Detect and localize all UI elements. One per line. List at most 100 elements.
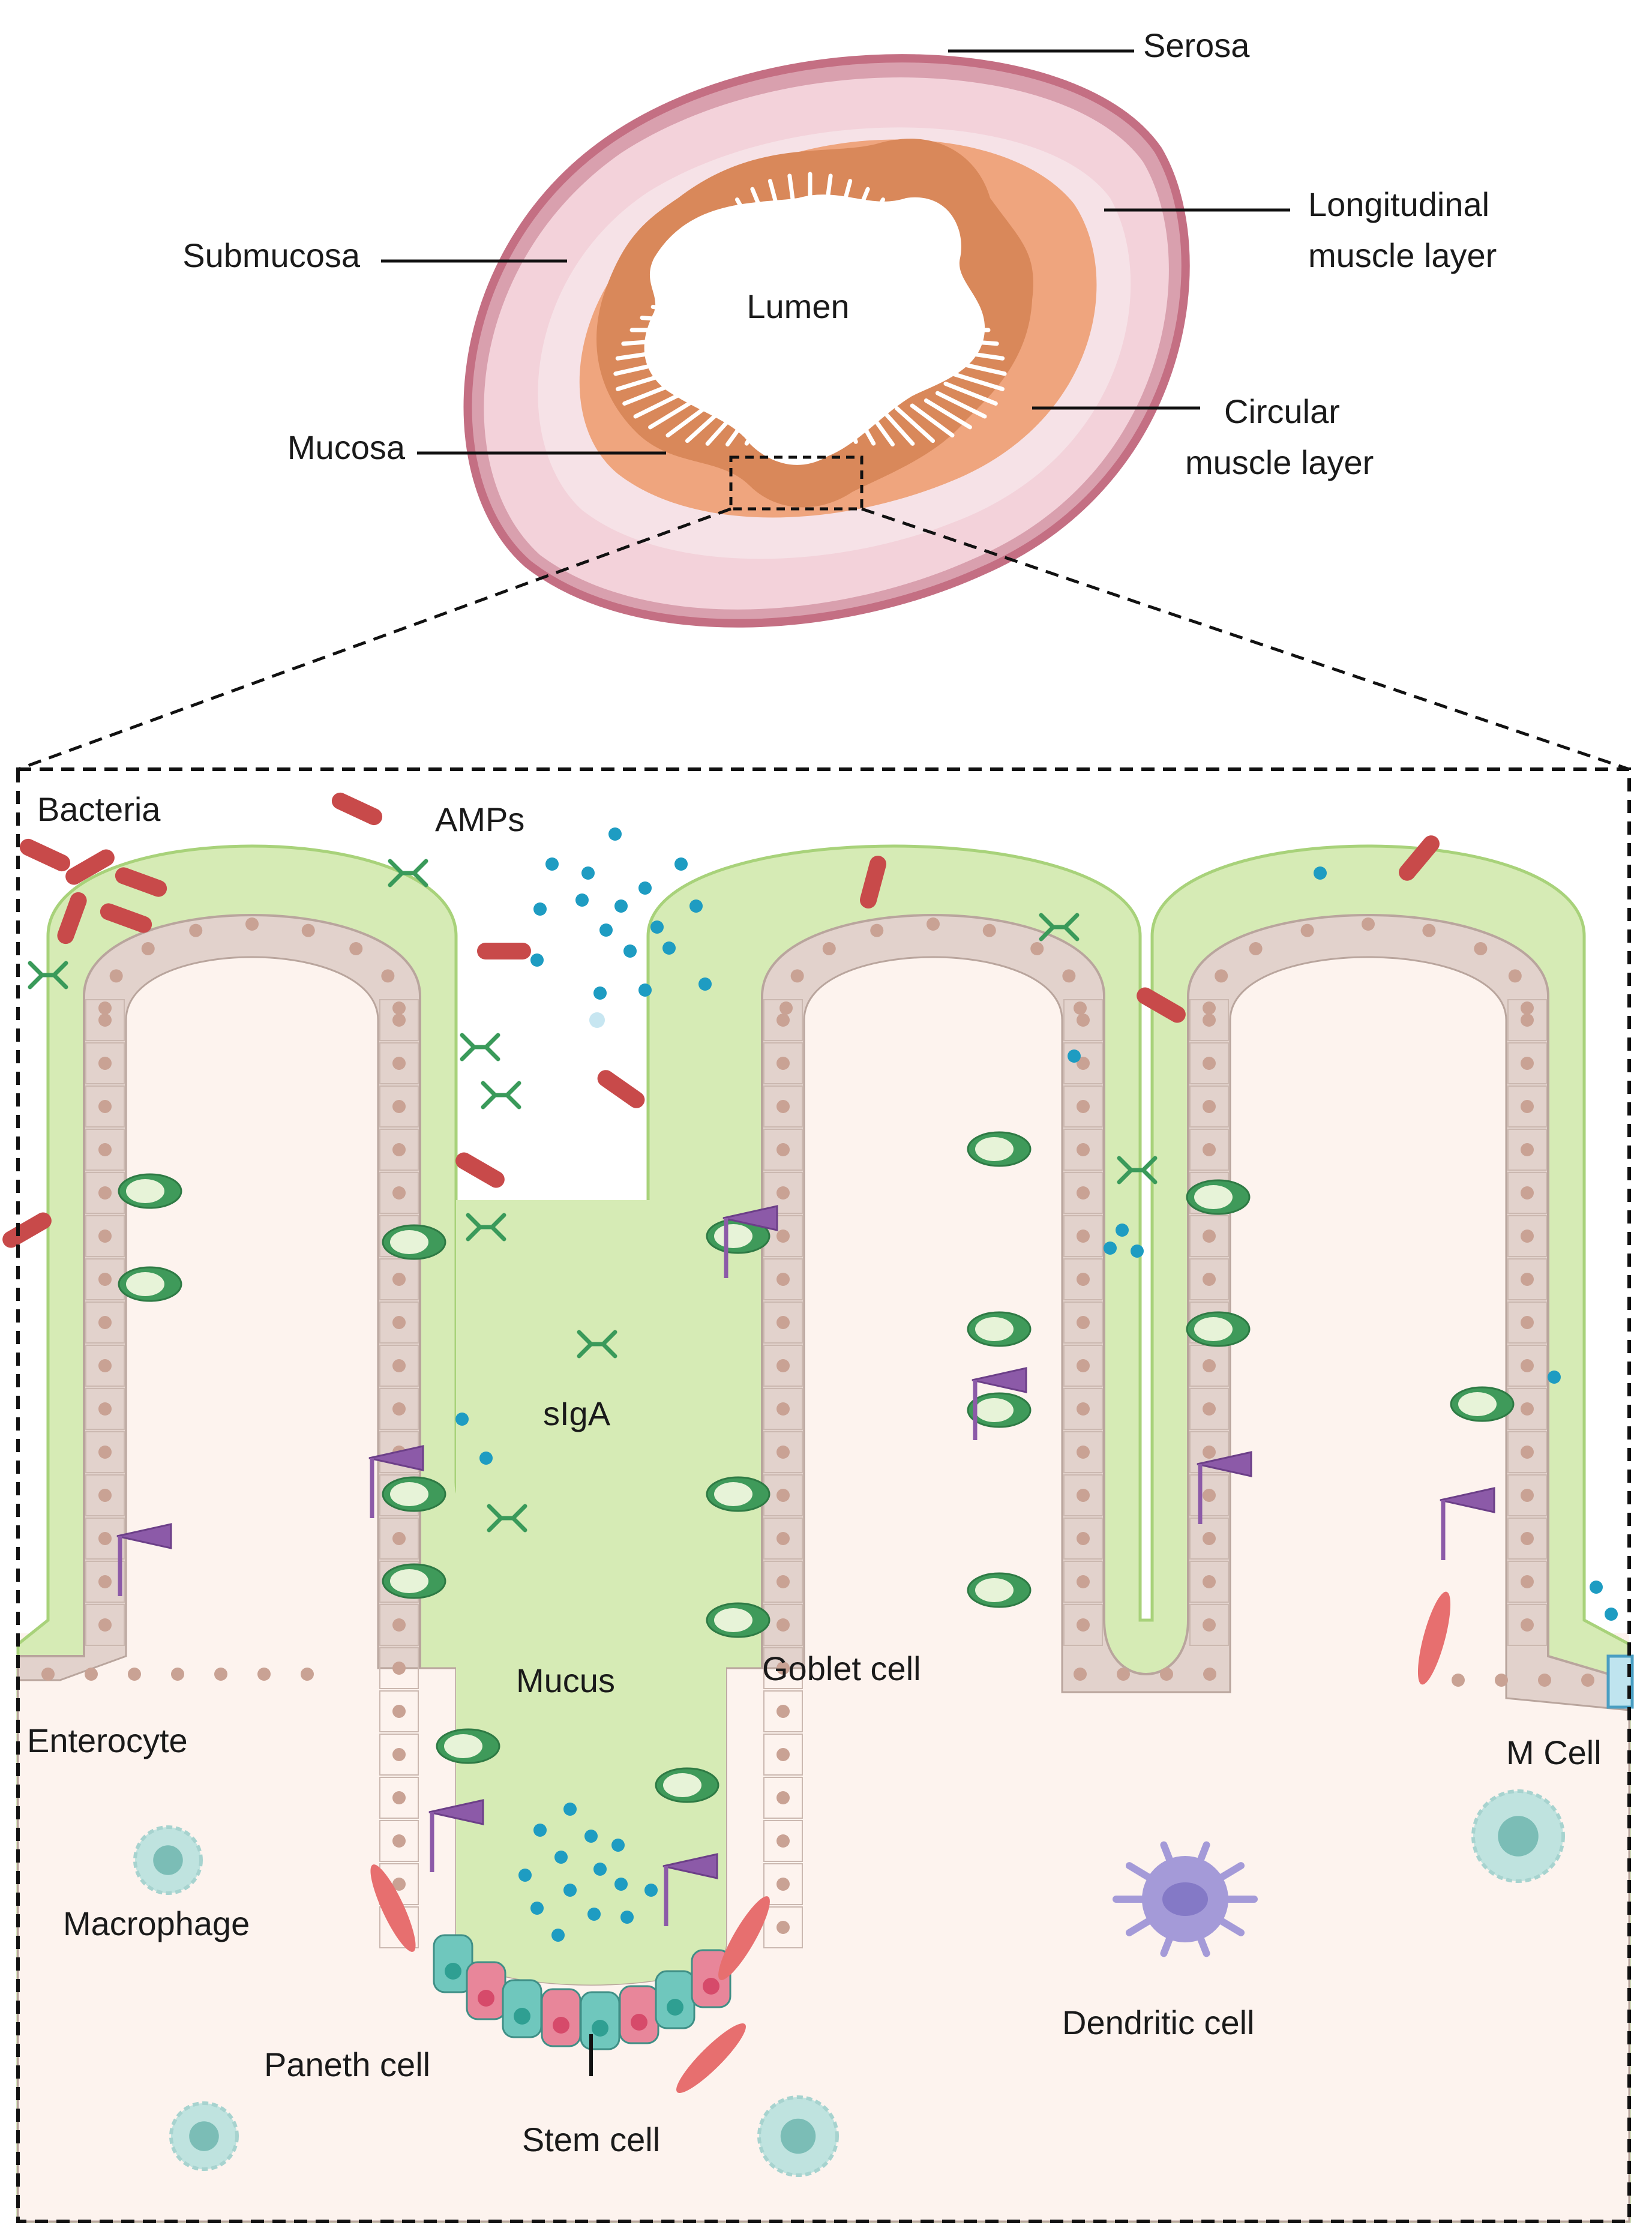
siga-antibody bbox=[487, 1504, 527, 1533]
enterocyte-nucleus bbox=[1521, 1100, 1534, 1113]
enterocyte-nucleus bbox=[392, 1143, 406, 1156]
enterocyte-cell bbox=[1507, 1431, 1547, 1473]
amp-particle bbox=[554, 1851, 568, 1864]
enterocyte-cell bbox=[763, 1345, 803, 1387]
enterocyte-cell bbox=[763, 1734, 803, 1776]
siga-arm bbox=[460, 1033, 500, 1061]
enterocyte-nucleus bbox=[392, 1662, 406, 1675]
enterocyte-cell bbox=[1507, 1345, 1547, 1387]
amp-particle bbox=[551, 1929, 565, 1942]
enterocyte-nucleus bbox=[301, 1668, 314, 1681]
enterocyte-nucleus bbox=[1077, 1359, 1090, 1372]
enterocyte-nucleus bbox=[1203, 1668, 1216, 1681]
villus-stroke bbox=[924, 398, 972, 430]
enterocyte-cell bbox=[763, 1518, 803, 1560]
m-cell-label: M Cell bbox=[1506, 1734, 1602, 1771]
enterocyte-cell bbox=[379, 1129, 419, 1171]
enterocyte-cell bbox=[85, 1302, 125, 1344]
amp-particle bbox=[589, 1012, 605, 1028]
stem-cell-nucleus bbox=[667, 1999, 683, 2016]
enterocyte-nucleus bbox=[1474, 942, 1488, 956]
goblet-mucin-granules bbox=[1194, 1317, 1233, 1341]
amp-particle bbox=[620, 1911, 634, 1924]
enterocyte-nucleus bbox=[776, 1532, 790, 1545]
enterocyte-nucleus bbox=[776, 1618, 790, 1632]
enterocyte-cell bbox=[379, 999, 419, 1041]
enterocyte-nucleus bbox=[822, 942, 836, 956]
siga-arm bbox=[1117, 1156, 1158, 1185]
enterocyte-nucleus bbox=[1077, 1532, 1090, 1545]
amp-particle bbox=[593, 1863, 607, 1876]
enterocyte-nucleus bbox=[1077, 1402, 1090, 1416]
enterocyte-nucleus bbox=[392, 1013, 406, 1027]
enterocyte-nucleus bbox=[1203, 1057, 1216, 1070]
fibroblast bbox=[718, 1896, 770, 1980]
enterocyte-nucleus bbox=[98, 1316, 112, 1329]
amps-label: AMPs bbox=[435, 800, 524, 838]
enterocyte-nucleus bbox=[381, 969, 395, 983]
bacterium bbox=[331, 792, 383, 826]
bacterium bbox=[65, 849, 115, 885]
circular-label-line1: Circular bbox=[1224, 392, 1340, 430]
enterocyte-nucleus bbox=[1203, 1532, 1216, 1545]
enterocyte-cell bbox=[1507, 1085, 1547, 1128]
enterocyte-cell bbox=[763, 1431, 803, 1473]
amp-particle bbox=[563, 1803, 577, 1816]
enterocyte-nucleus bbox=[776, 1446, 790, 1459]
lumen-label: Lumen bbox=[746, 287, 849, 325]
enterocyte-nucleus bbox=[98, 1273, 112, 1286]
enterocyte-cell bbox=[1189, 1258, 1229, 1300]
lumen bbox=[644, 194, 985, 465]
siga-arm bbox=[577, 1330, 617, 1359]
enterocyte-cell bbox=[763, 1863, 803, 1905]
enterocyte-nucleus bbox=[1521, 1359, 1534, 1372]
enterocyte-nucleus bbox=[1203, 1230, 1216, 1243]
amp-particle bbox=[479, 1452, 493, 1465]
enterocyte-nucleus bbox=[1521, 1057, 1534, 1070]
longitudinal-label-line1: Longitudinal bbox=[1308, 185, 1489, 223]
enterocyte-nucleus bbox=[1521, 1001, 1534, 1015]
enterocyte-nucleus bbox=[776, 1100, 790, 1113]
siga-antibody bbox=[1039, 913, 1080, 941]
enterocyte-nucleus bbox=[776, 1748, 790, 1761]
goblet-mucin-granules bbox=[444, 1734, 482, 1758]
enterocyte-nucleus bbox=[776, 1143, 790, 1156]
enterocyte-nucleus bbox=[1215, 969, 1228, 983]
amp-particle bbox=[650, 920, 664, 934]
enterocyte-cell bbox=[1189, 1431, 1229, 1473]
siga-arm bbox=[487, 1504, 527, 1533]
siga-arm bbox=[1039, 913, 1080, 941]
bacterium bbox=[19, 838, 71, 872]
enterocyte-nucleus bbox=[1203, 1001, 1216, 1015]
goblet-mucin-granules bbox=[714, 1482, 752, 1506]
enterocyte-nucleus bbox=[776, 1834, 790, 1848]
enterocyte-cell bbox=[1189, 999, 1229, 1041]
enterocyte-nucleus bbox=[1521, 1489, 1534, 1502]
enterocyte-nucleus bbox=[98, 1100, 112, 1113]
amp-particle bbox=[674, 857, 688, 871]
siga-arm bbox=[388, 859, 428, 887]
enterocyte-cell bbox=[763, 1388, 803, 1430]
goblet-mucin-granules bbox=[975, 1137, 1014, 1161]
enterocyte-nucleus bbox=[1077, 1316, 1090, 1329]
enterocyte-cell bbox=[379, 1777, 419, 1819]
enterocyte-nucleus bbox=[1581, 1674, 1594, 1687]
enterocyte-nucleus bbox=[1077, 1273, 1090, 1286]
amp-particle bbox=[593, 986, 607, 1000]
enterocyte-cell bbox=[1507, 1604, 1547, 1646]
enterocyte-nucleus bbox=[1077, 1446, 1090, 1459]
enterocyte-cell bbox=[379, 1345, 419, 1387]
enterocyte-nucleus bbox=[349, 942, 363, 956]
macrophage-nucleus bbox=[189, 2121, 219, 2151]
enterocyte-nucleus bbox=[1117, 1668, 1130, 1681]
macrophage-nucleus bbox=[780, 2118, 816, 2154]
enterocyte-cell bbox=[1189, 1474, 1229, 1516]
enterocyte-nucleus bbox=[1077, 1100, 1090, 1113]
enterocyte-cell bbox=[85, 1345, 125, 1387]
enterocyte-nucleus bbox=[776, 1273, 790, 1286]
enterocyte-nucleus bbox=[85, 1668, 98, 1681]
enterocyte-nucleus bbox=[1521, 1446, 1534, 1459]
amp-particle bbox=[608, 827, 622, 841]
amp-particle bbox=[1314, 866, 1327, 880]
